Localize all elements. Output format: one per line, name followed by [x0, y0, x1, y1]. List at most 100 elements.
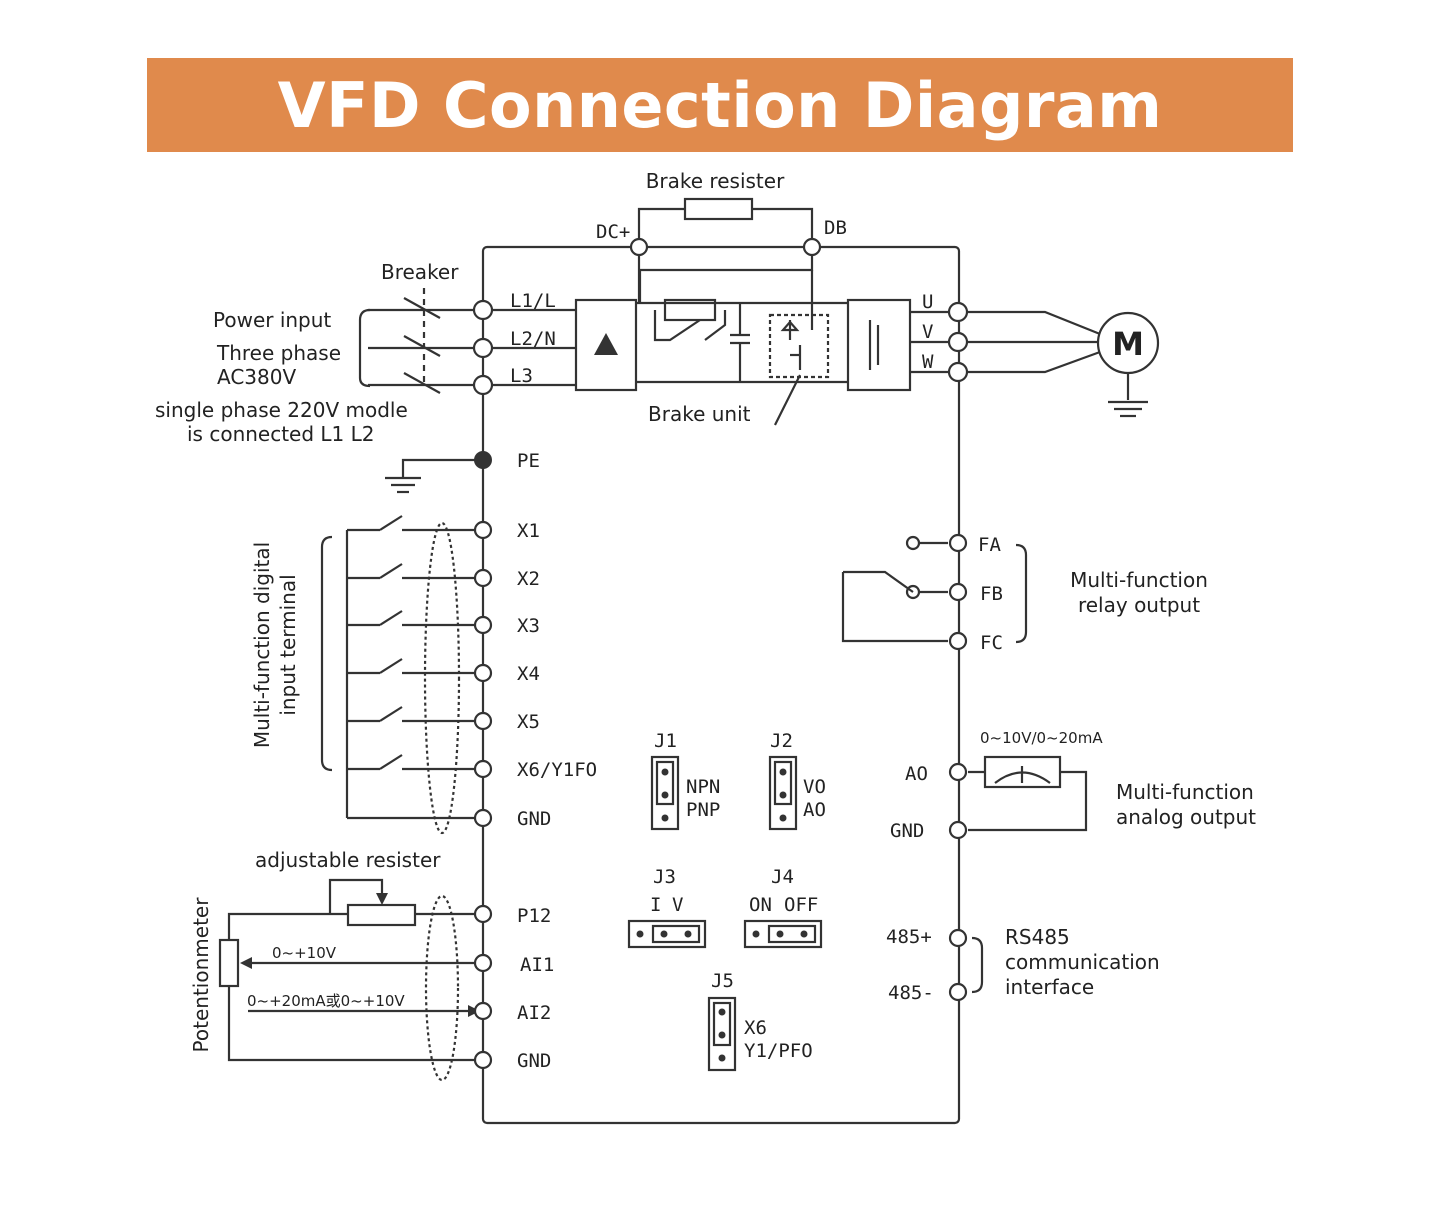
j2-pin-3	[779, 814, 787, 822]
j3-pin-2	[660, 930, 668, 938]
j1-bottom-label: PNP	[686, 799, 720, 821]
ai1-label: AI1	[520, 954, 554, 976]
j2-pin-2	[779, 791, 787, 799]
x3-switch	[347, 610, 474, 627]
brake-unit-label: Brake unit	[648, 402, 751, 426]
analog-label-1: Multi-function	[1116, 780, 1254, 804]
fc-wire	[841, 572, 948, 643]
j2-label: J2	[770, 730, 793, 752]
j3-label: J3	[653, 866, 676, 888]
brake-unit-leader	[774, 374, 801, 426]
vfd-enclosure	[481, 245, 961, 1125]
gnd2-label: GND	[517, 1050, 551, 1072]
j4-pin-3	[800, 930, 808, 938]
rs485-label-1: RS485	[1005, 925, 1070, 949]
j1-top-label: NPN	[686, 776, 720, 798]
relay-brace	[1015, 543, 1028, 644]
j2-bottom-label: AO	[803, 799, 826, 821]
x4-terminal	[473, 663, 493, 683]
rs485-minus-label: 485-	[888, 982, 934, 1004]
x1-switch	[347, 515, 474, 532]
breaker-switch-3	[403, 372, 441, 394]
j1-pin-3	[661, 814, 669, 822]
j3-left-label: I	[650, 894, 661, 916]
u-label: U	[922, 291, 933, 313]
db-drop	[638, 255, 814, 303]
adjustable-resister-label: adjustable resister	[255, 848, 441, 872]
v-label: V	[922, 321, 933, 343]
j1-pin-2	[661, 791, 669, 799]
rectifier-diode	[594, 333, 618, 355]
breaker-switch-2	[403, 335, 441, 357]
j5-pin-3	[718, 1054, 726, 1062]
page-title: VFD Connection Diagram	[277, 68, 1163, 142]
rs485-plus-label: 485+	[886, 926, 932, 948]
power-input-brace	[358, 308, 371, 388]
brake-diode-head	[780, 320, 800, 332]
j5-label: J5	[711, 970, 734, 992]
breaker-switch-1	[403, 297, 441, 319]
x6-terminal	[473, 759, 493, 779]
x2-terminal	[473, 568, 493, 588]
x4-switch	[347, 658, 474, 675]
p12-label: P12	[517, 905, 551, 927]
j2-top-label: VO	[803, 776, 826, 798]
l1-label: L1/L	[510, 290, 556, 312]
w-terminal	[947, 361, 969, 383]
j5-bottom-label: Y1/PFO	[744, 1040, 813, 1062]
relay-arm	[843, 570, 914, 593]
rs485-label-3: interface	[1005, 975, 1094, 999]
db-terminal	[802, 237, 822, 257]
w-label: W	[922, 351, 934, 373]
ai1-terminal	[473, 953, 493, 973]
x5-switch	[347, 706, 474, 723]
l3-terminal	[472, 374, 494, 396]
j3-cap	[651, 924, 701, 944]
fa-contact	[905, 535, 921, 551]
relay-label-2: relay output	[1078, 593, 1200, 617]
l2-terminal	[472, 337, 494, 359]
pot-top-wire	[227, 912, 348, 940]
j3-jumper	[627, 919, 707, 949]
rs485-label-2: communication	[1005, 950, 1160, 974]
j3-right-label: V	[672, 894, 683, 916]
j3-pin-1	[636, 930, 644, 938]
v-terminal	[947, 331, 969, 353]
single-phase-label-1: single phase 220V modle	[155, 398, 408, 422]
x2-switch	[347, 563, 474, 580]
ai2-terminal	[473, 1001, 493, 1021]
dc-plus-terminal	[629, 237, 649, 257]
ai1-arrow	[240, 957, 252, 969]
db-label: DB	[824, 217, 847, 239]
motor-wire-w	[968, 350, 1101, 374]
x3-label: X3	[517, 615, 540, 637]
ai2-range-label: 0~+20mA或0~+10V	[247, 992, 405, 1010]
brake-resistor-wire-right	[752, 207, 814, 247]
j4-cap	[767, 924, 817, 944]
ac380v-label: AC380V	[217, 365, 296, 389]
l2-label: L2/N	[510, 328, 556, 350]
wiper-arrow	[376, 893, 388, 905]
fb-contact	[905, 584, 921, 600]
brake-resistor	[683, 197, 754, 221]
motor-label: M	[1112, 325, 1144, 363]
relay-label-1: Multi-function	[1070, 568, 1208, 592]
x5-terminal	[473, 711, 493, 731]
j1-pin-1	[661, 768, 669, 776]
j3-pin-3	[684, 930, 692, 938]
pot-bottom-wire	[227, 986, 474, 1062]
j1-cap	[655, 760, 675, 806]
wiper-wire	[328, 878, 384, 914]
x1-terminal	[473, 520, 493, 540]
analog-cable-shield	[424, 894, 460, 1082]
rs485-brace	[971, 936, 984, 994]
potentiometer	[218, 938, 240, 988]
j4-label: J4	[771, 866, 794, 888]
title-banner: VFD Connection Diagram	[147, 58, 1293, 152]
meter-return	[968, 770, 1088, 832]
fa-label: FA	[978, 534, 1001, 556]
j1-label: J1	[654, 730, 677, 752]
adjustable-resistor	[346, 903, 417, 927]
digital-input-label-1: Multi-function digital	[250, 542, 274, 748]
